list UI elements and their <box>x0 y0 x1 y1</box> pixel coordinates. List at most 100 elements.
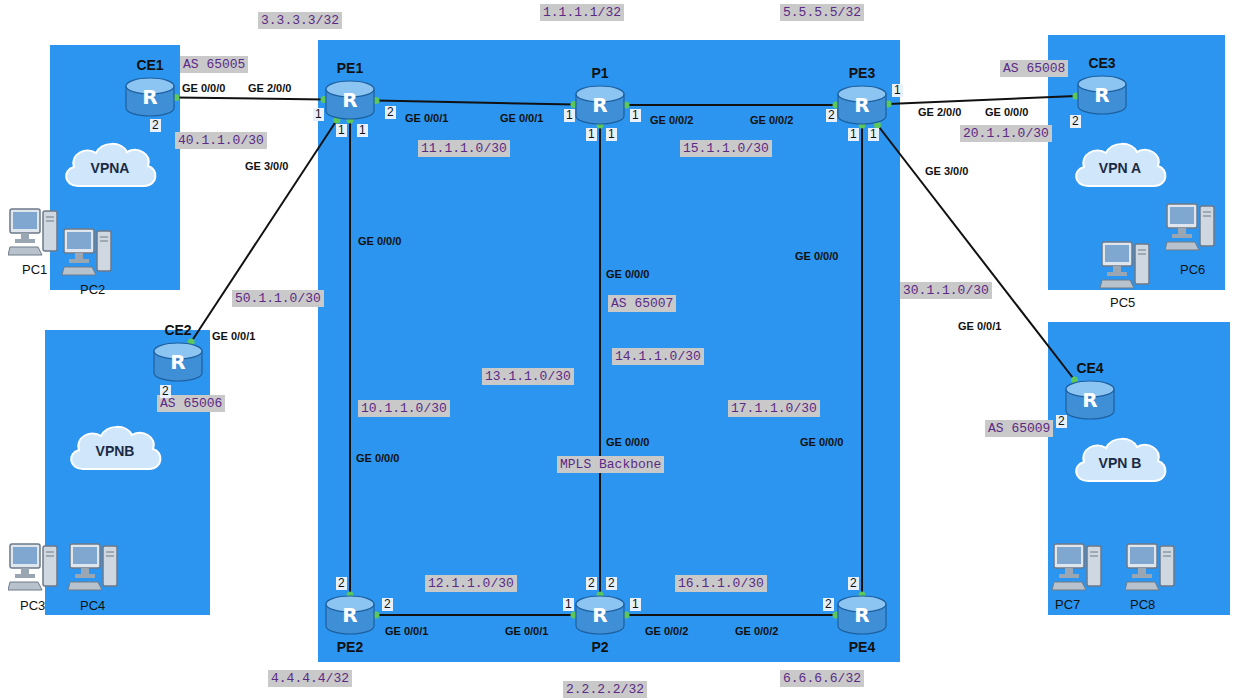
interface-label: GE 2/0/0 <box>248 82 291 95</box>
link <box>188 117 341 346</box>
subnet-label: 14.1.1.0/30 <box>612 348 704 365</box>
link <box>885 93 1080 108</box>
link <box>859 122 866 599</box>
address-tag: 1.1.1.1/32 <box>540 4 624 21</box>
link-line <box>349 120 351 595</box>
interface-label: GE 0/0/0 <box>795 250 838 263</box>
interface-label: GE 0/0/2 <box>650 114 693 127</box>
pc-label: PC8 <box>1130 597 1155 612</box>
interface-label: GE 0/0/1 <box>958 320 1001 333</box>
interface-label: GE 0/0/0 <box>985 106 1028 119</box>
router: RPE2 <box>324 595 376 635</box>
pc-icon <box>62 229 111 275</box>
link-line <box>626 614 836 616</box>
port-number: 1 <box>563 598 574 611</box>
subnet-label: 20.1.1.0/30 <box>960 125 1052 142</box>
interface-label: GE 0/0/0 <box>356 452 399 465</box>
vpn-cloud: VPNB <box>65 421 165 476</box>
pc-icon <box>68 544 117 590</box>
router: RCE2 <box>152 342 204 382</box>
interface-label: GE 0/0/1 <box>212 330 255 343</box>
router: RCE1 <box>124 77 176 117</box>
router: RP2 <box>574 595 626 635</box>
link <box>173 94 328 103</box>
interface-label: GE 2/0/0 <box>918 106 961 119</box>
subnet-label: 15.1.1.0/30 <box>680 140 772 157</box>
backbone-region <box>318 40 900 662</box>
address-tag: AS 65009 <box>985 420 1053 437</box>
interface-label: GE 3/0/0 <box>245 160 288 173</box>
pc-label: PC6 <box>1180 262 1205 277</box>
port-number: 2 <box>336 577 347 590</box>
link-line <box>176 97 324 99</box>
router-letter: R <box>836 85 888 125</box>
address-tag: 5.5.5.5/32 <box>780 4 864 21</box>
router-name: CE2 <box>164 322 191 338</box>
vpn-region <box>1048 322 1230 615</box>
port-number: 2 <box>823 598 834 611</box>
interface-label: GE 3/0/0 <box>925 165 968 178</box>
link-line <box>599 125 601 595</box>
pc-icon <box>1125 544 1174 590</box>
pc-icon <box>8 209 57 255</box>
port-number: 2 <box>1070 115 1081 128</box>
pc-label: PC3 <box>20 598 45 613</box>
pc-label: PC1 <box>22 262 47 277</box>
subnet-label: 40.1.1.0/30 <box>175 132 267 149</box>
port-number: 1 <box>892 84 903 97</box>
port-number: 1 <box>564 109 575 122</box>
interface-label: GE 0/0/0 <box>182 82 225 95</box>
router: RPE3 <box>836 85 888 125</box>
interface-label: GE 0/0/1 <box>500 112 543 125</box>
router-name: P1 <box>591 65 608 81</box>
port-number: 2 <box>160 385 171 398</box>
port-number: 1 <box>868 128 879 141</box>
port-number: 2 <box>1056 415 1067 428</box>
pc-label: PC4 <box>80 598 105 613</box>
link <box>874 122 1078 384</box>
port-number: 1 <box>630 598 641 611</box>
router-name: PE3 <box>849 65 875 81</box>
link-line <box>376 101 574 105</box>
address-tag: AS 65005 <box>180 56 248 73</box>
link <box>347 117 354 599</box>
address-tag: MPLS Backbone <box>557 456 664 473</box>
router-letter: R <box>836 595 888 635</box>
router-name: PE4 <box>849 639 875 655</box>
router: RP1 <box>574 85 626 125</box>
port-number: 1 <box>336 124 347 137</box>
link-line <box>626 104 836 106</box>
interface-label: GE 0/0/0 <box>606 436 649 449</box>
interface-label: GE 0/0/0 <box>358 235 401 248</box>
link-line <box>191 120 337 342</box>
port-number: 1 <box>848 128 859 141</box>
router-name: CE4 <box>1076 360 1103 376</box>
port-number: 2 <box>586 577 597 590</box>
router-name: CE1 <box>136 57 163 73</box>
pc-icon <box>1052 544 1101 590</box>
interface-label: GE 0/0/2 <box>645 625 688 638</box>
router-letter: R <box>152 342 204 382</box>
address-tag: AS 65008 <box>1000 60 1068 77</box>
router-letter: R <box>324 80 376 120</box>
interface-label: GE 0/0/0 <box>800 436 843 449</box>
subnet-label: 11.1.1.0/30 <box>418 140 510 157</box>
subnet-label: 17.1.1.0/30 <box>728 400 820 417</box>
pc-icon <box>8 544 57 590</box>
router-name: CE3 <box>1088 55 1115 71</box>
subnet-label: 30.1.1.0/30 <box>900 282 992 299</box>
router-letter: R <box>1064 380 1116 420</box>
router-name: PE1 <box>337 60 363 76</box>
port-number: 1 <box>357 124 368 137</box>
port-number: 1 <box>630 109 641 122</box>
subnet-label: 16.1.1.0/30 <box>675 575 767 592</box>
link <box>373 612 578 619</box>
router: RCE3 <box>1076 75 1128 115</box>
interface-label: GE 0/0/1 <box>385 625 428 638</box>
subnet-label: 12.1.1.0/30 <box>425 575 517 592</box>
router-letter: R <box>574 85 626 125</box>
vpn-region <box>50 45 180 290</box>
interface-label: GE 0/0/1 <box>405 112 448 125</box>
link <box>597 122 604 599</box>
interface-label: GE 0/0/2 <box>750 114 793 127</box>
